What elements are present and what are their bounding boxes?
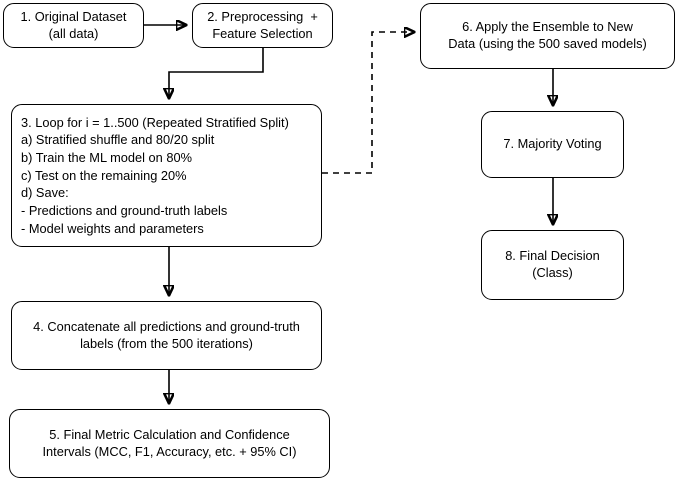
- node-label: 1. Original Dataset (all data): [20, 8, 127, 41]
- edge-preprocessing-to-loop: [169, 48, 264, 98]
- edge-loop-to-apply-ensemble: [322, 32, 414, 174]
- node-concatenate-predictions[interactable]: 4. Concatenate all predictions and groun…: [11, 301, 322, 370]
- node-final-decision[interactable]: 8. Final Decision (Class): [481, 230, 624, 300]
- node-label: 8. Final Decision (Class): [505, 248, 600, 280]
- node-label: 5. Final Metric Calculation and Confiden…: [42, 426, 297, 459]
- node-majority-voting[interactable]: 7. Majority Voting: [481, 111, 624, 178]
- node-label: 2. Preprocessing + Feature Selection: [207, 8, 318, 41]
- node-original-dataset[interactable]: 1. Original Dataset (all data): [3, 3, 144, 48]
- node-label: 7. Majority Voting: [503, 136, 602, 152]
- node-label: 4. Concatenate all predictions and groun…: [33, 318, 300, 351]
- node-final-metric-calculation[interactable]: 5. Final Metric Calculation and Confiden…: [9, 409, 330, 478]
- node-repeated-stratified-split-loop[interactable]: 3. Loop for i = 1..500 (Repeated Stratif…: [11, 104, 322, 247]
- node-preprocessing-feature-selection[interactable]: 2. Preprocessing + Feature Selection: [192, 3, 333, 48]
- node-label: 6. Apply the Ensemble to New Data (using…: [448, 19, 647, 51]
- node-label: 3. Loop for i = 1..500 (Repeated Stratif…: [21, 114, 289, 236]
- node-apply-ensemble-new-data[interactable]: 6. Apply the Ensemble to New Data (using…: [420, 3, 675, 69]
